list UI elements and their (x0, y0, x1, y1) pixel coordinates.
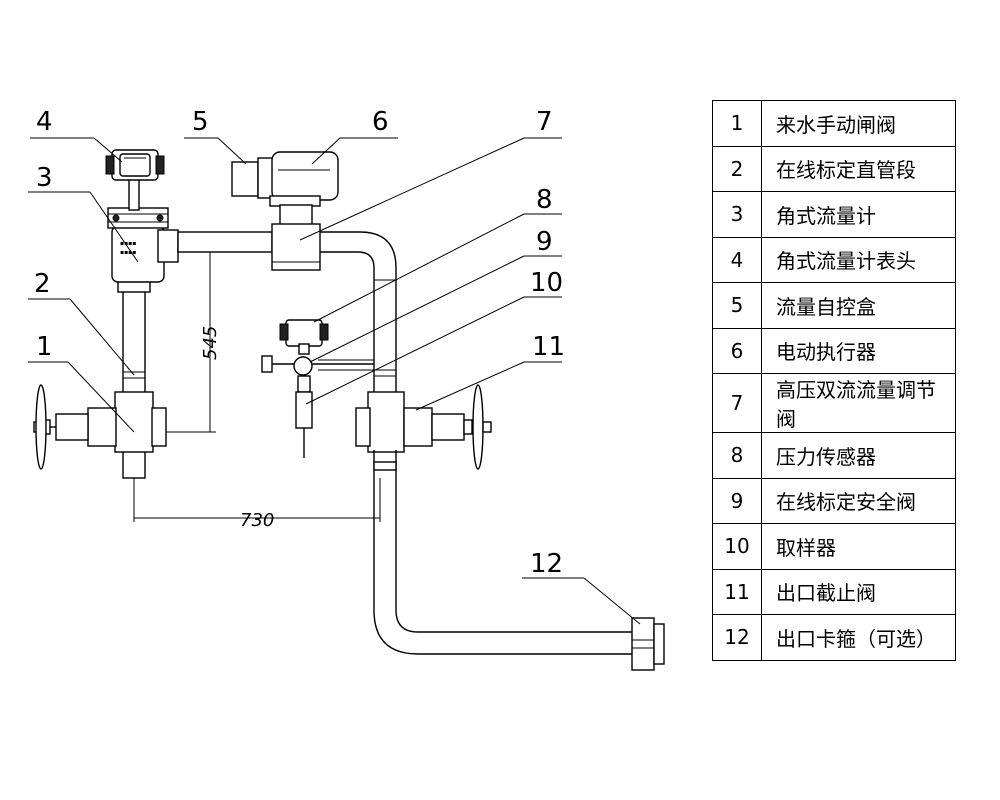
svg-text:▪▪▪▪: ▪▪▪▪ (120, 249, 136, 256)
legend-name: 在线标定直管段 (761, 145, 956, 192)
callout-9: 9 (536, 227, 553, 257)
leader-lines (28, 137, 641, 625)
callout-3: 3 (36, 163, 53, 193)
legend-number: 5 (712, 282, 762, 329)
callout-4: 4 (36, 107, 53, 137)
legend-number: 3 (712, 191, 762, 238)
svg-text:▪▪▪▪: ▪▪▪▪ (120, 240, 136, 247)
legend-number: 8 (712, 432, 762, 479)
dimension-545 (166, 251, 216, 433)
legend-name: 来水手动闸阀 (761, 100, 956, 147)
legend-name: 角式流量计表头 (761, 236, 956, 283)
pressure-sensor (279, 319, 329, 355)
safety-valve (261, 355, 374, 376)
callout-7: 7 (536, 107, 553, 137)
dimension-horizontal-label: 730 (240, 510, 274, 531)
upper-horizontal-pipe (177, 231, 273, 253)
outlet-clamp (631, 617, 665, 671)
legend-name: 出口卡箍（可选） (761, 614, 956, 661)
sampler (295, 375, 313, 458)
legend-name: 在线标定安全阀 (761, 477, 956, 524)
callout-6: 6 (372, 107, 389, 137)
legend-name: 压力传感器 (761, 432, 956, 479)
legend-number: 6 (712, 327, 762, 374)
callout-2: 2 (34, 269, 51, 299)
straight-pipe-section (117, 279, 151, 479)
flow-control-box (231, 157, 279, 199)
legend-number: 12 (712, 614, 762, 661)
inlet-gate-valve (33, 384, 167, 470)
callout-10: 10 (530, 268, 563, 298)
dimension-730 (133, 478, 381, 522)
legend-name: 电动执行器 (761, 327, 956, 374)
legend-name: 角式流量计 (761, 191, 956, 238)
callout-1: 1 (36, 332, 53, 362)
legend-number: 10 (712, 523, 762, 570)
outlet-stop-valve (355, 384, 492, 470)
legend-name: 取样器 (761, 523, 956, 570)
legend-number: 4 (712, 236, 762, 283)
legend-name: 出口截止阀 (761, 568, 956, 615)
legend-number: 2 (712, 145, 762, 192)
legend-name: 高压双流流量调节阀 (761, 373, 956, 433)
electric-actuator (269, 151, 339, 228)
legend-number: 7 (712, 373, 762, 433)
legend-number: 9 (712, 477, 762, 524)
callout-12: 12 (530, 549, 563, 579)
right-pipe-run (320, 231, 397, 395)
legend-name: 流量自控盒 (761, 282, 956, 329)
legend-number: 1 (712, 100, 762, 147)
flowmeter-head (105, 149, 165, 211)
dimension-vertical-label: 545 (200, 326, 221, 360)
regulating-valve (271, 223, 321, 271)
lower-pipe-run (373, 450, 634, 655)
legend-number: 11 (712, 568, 762, 615)
callout-5: 5 (192, 107, 209, 137)
angle-flowmeter: ▪▪▪▪ ▪▪▪▪ (107, 207, 179, 283)
callout-11: 11 (532, 332, 565, 362)
callout-8: 8 (536, 185, 553, 215)
